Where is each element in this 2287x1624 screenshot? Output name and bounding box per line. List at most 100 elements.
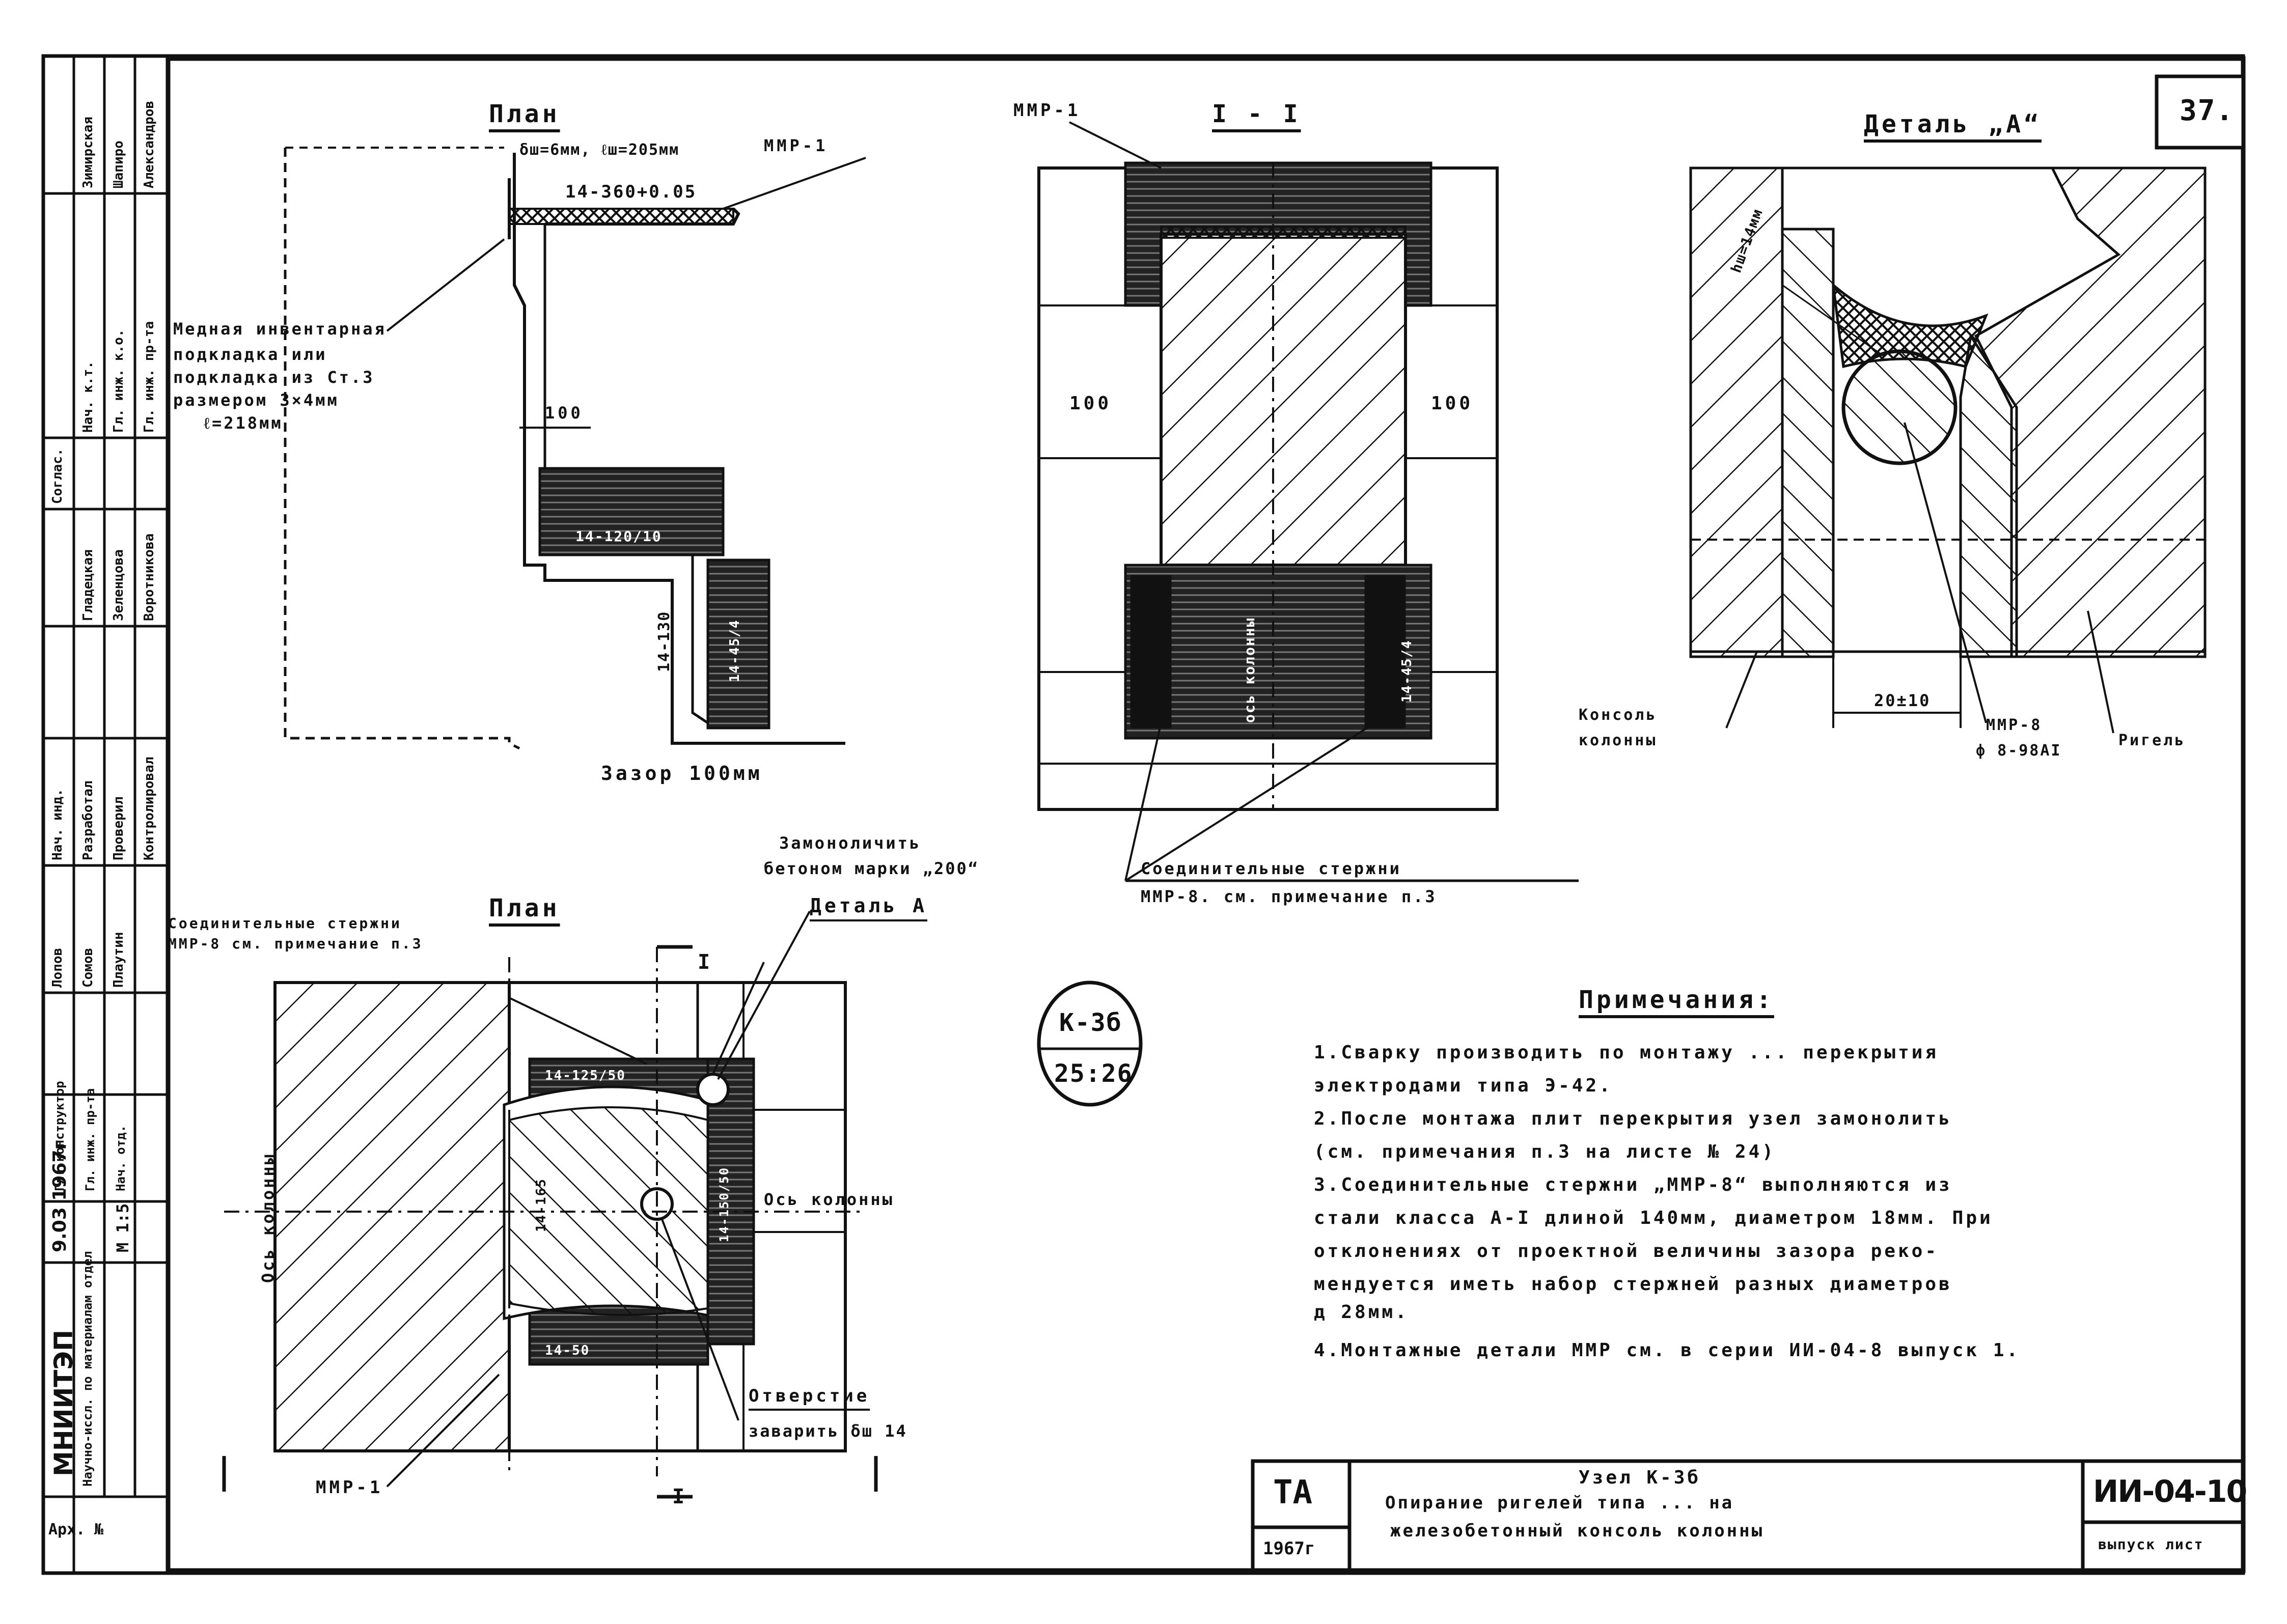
- detail-title: Деталь „А“: [1864, 110, 2042, 138]
- section-weld-label: 14-45/4: [1399, 639, 1415, 703]
- detail-console-label-2: колонны: [1579, 732, 1658, 749]
- stamp-role: Гл. конструктор: [52, 1081, 67, 1191]
- detail-rod-label-1: ММР-8: [1986, 716, 2043, 734]
- note-line: стали класса А-I длиной 140мм, диаметром…: [1314, 1208, 1993, 1228]
- plan-top-title: План: [489, 100, 560, 128]
- title-line-1: Узел К-3б: [1579, 1467, 1701, 1488]
- side-stamp-grid: [42, 54, 170, 1575]
- stamp-role: Проверил: [111, 796, 126, 860]
- plan-top-mmp-label: ММР-1: [764, 136, 829, 155]
- section-mmp-label: ММР-1: [1013, 100, 1081, 121]
- copper-note-2: подкладка или: [173, 345, 327, 364]
- title-block-year: 1967г: [1263, 1538, 1315, 1559]
- stamp-archive: Арх. №: [48, 1521, 104, 1538]
- grout-note-2: бетоном марки „200“: [764, 859, 980, 878]
- sheet-number-box: [2155, 74, 2245, 150]
- node-badge: [1037, 981, 1143, 1107]
- plan-top-weld-3: 14-45/4: [727, 619, 742, 682]
- section-dim-right: 100: [1431, 393, 1474, 414]
- title-block-grid: [1251, 1459, 2245, 1573]
- stamp-role: Контролировал: [142, 757, 157, 861]
- plan-bottom-view: [222, 911, 878, 1499]
- detail-dim-gap: 20±10: [1874, 691, 1931, 710]
- grout-note-1: Замоноличить: [779, 833, 922, 853]
- note-line: 3.Соединительные стержни „ММР-8“ выполня…: [1314, 1174, 1952, 1195]
- plan-bottom-title: План: [489, 894, 560, 922]
- note-line: 2.После монтажа плит перекрытия узел зам…: [1314, 1108, 1952, 1129]
- stamp-institute: МНИИТЭП: [49, 1330, 78, 1476]
- plan-bottom-rods-note-2: ММР-8 см. примечание п.3: [168, 935, 423, 952]
- plan-bottom-mmp-label: ММР-1: [316, 1477, 383, 1498]
- plan-bottom-weld-bottom: 14-50: [545, 1343, 590, 1358]
- plan-top-dim-100: 100: [545, 403, 584, 423]
- plan-bottom-detail-ref: Деталь А: [810, 894, 928, 917]
- plan-bottom-rods-note-1: Соединительные стержни: [168, 915, 402, 932]
- notes-title: Примечания:: [1579, 986, 1774, 1014]
- stamp-role: Разработал: [80, 780, 96, 860]
- node-badge-bottom: 25:26: [1054, 1059, 1133, 1088]
- title-block-series: ИИ-04-10: [2093, 1474, 2247, 1509]
- sheet-number: 37.: [2180, 94, 2235, 127]
- section-rods-note-1: Соединительные стержни: [1141, 859, 1401, 878]
- detail-rod-label-2: ф 8-98АI: [1976, 742, 2062, 760]
- stamp-role: Нач. инд.: [50, 789, 65, 860]
- copper-note-1: Медная инвентарная: [173, 319, 387, 339]
- copper-note-5: ℓ=218мм: [204, 413, 283, 433]
- detail-beam-label: Ригель: [2118, 732, 2186, 749]
- stamp-scale: М 1:5: [113, 1203, 132, 1252]
- stamp-top-name: Александров: [142, 100, 157, 188]
- copper-note-3: подкладка из Ст.3: [173, 368, 375, 387]
- stamp-name: Лопов: [50, 947, 65, 988]
- stamp-name: Зеленцова: [111, 549, 126, 621]
- note-line: электродами типа Э-42.: [1314, 1075, 1613, 1096]
- stamp-name: Плаутин: [111, 932, 126, 988]
- plan-top-dim-thickness: δш=6мм, ℓш=205мм: [519, 141, 680, 159]
- stamp-name: Воротникова: [142, 533, 157, 621]
- section-view: [1037, 121, 1579, 882]
- note-line: 1.Сварку производить по монтажу ... пере…: [1314, 1042, 1939, 1063]
- note-line: д 28мм.: [1314, 1302, 1409, 1323]
- plan-bottom-weld-right: 14-150/50: [717, 1166, 731, 1242]
- hole-note-2: заварить δш 14: [749, 1421, 907, 1441]
- section-mark-top: I: [698, 950, 713, 974]
- plan-top-weld-1: 14-120/10: [575, 528, 662, 545]
- node-badge-top: К-3б: [1059, 1009, 1122, 1037]
- section-title: I - I: [1212, 100, 1301, 128]
- hole-note-1: Отверстие: [749, 1386, 870, 1406]
- stamp-name: Сомов: [80, 947, 96, 988]
- section-mark-bottom: I: [672, 1485, 688, 1508]
- stamp-top-role: Гл. инж. к.о.: [111, 329, 126, 433]
- plan-bottom-weld-center: 14-165: [534, 1178, 549, 1232]
- stamp-top-name: Зимирская: [80, 117, 96, 188]
- stamp-role: Нач. отд.: [114, 1125, 128, 1191]
- plan-top-gap: Зазор 100мм: [601, 762, 763, 785]
- stamp-top-role: Нач. к.т.: [80, 361, 96, 433]
- stamp-name: Гладецкая: [80, 549, 96, 621]
- plan-bottom-axis-right: Ось колонны: [764, 1190, 894, 1209]
- copper-note-4: размером 3×4мм: [173, 390, 339, 410]
- note-line: 4.Монтажные детали ММР см. в серии ИИ-04…: [1314, 1340, 2021, 1361]
- title-line-2: Опирание ригелей типа ... на: [1385, 1493, 1734, 1513]
- section-rods-note-2: ММР-8. см. примечание п.3: [1141, 887, 1437, 906]
- stamp-agreed: Соглас.: [50, 448, 65, 504]
- stamp-role: Гл. инж. пр-та: [83, 1088, 97, 1191]
- stamp-top-role: Гл. инж. пр-та: [142, 321, 157, 433]
- plan-bottom-axis-left: Ось колонны: [258, 1153, 278, 1283]
- plan-top-dim-spacing: 14-360+0.05: [565, 182, 697, 202]
- title-line-3: железобетонный консоль колонны: [1390, 1521, 1765, 1541]
- detail-view: [1689, 166, 2207, 734]
- plan-top-weld-2: 14-130: [655, 610, 673, 672]
- stamp-top-name: Шапиро: [111, 141, 126, 188]
- title-block-org: ТА: [1273, 1474, 1313, 1511]
- note-line: (см. примечания п.3 на листе № 24): [1314, 1141, 1776, 1162]
- title-block-sheet-label: выпуск лист: [2098, 1536, 2204, 1553]
- plan-bottom-weld-top: 14-125/50: [545, 1068, 626, 1083]
- section-axis-label: ось колонны: [1241, 617, 1258, 723]
- stamp-dept: Научно-иссл. по материалам отдел: [80, 1251, 95, 1487]
- note-line: отклонениях от проектной величины зазора…: [1314, 1241, 1939, 1262]
- plan-top-view: [284, 147, 866, 750]
- note-line: мендуется иметь набор стержней разных ди…: [1314, 1274, 1952, 1295]
- section-dim-left: 100: [1069, 393, 1112, 414]
